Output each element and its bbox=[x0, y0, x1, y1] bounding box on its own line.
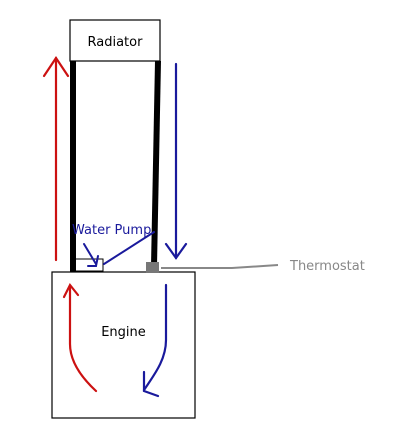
radiator-label: Radiator bbox=[87, 35, 143, 50]
thermostat-label: Thermostat bbox=[290, 259, 365, 274]
thermostat-leader-line bbox=[161, 264, 279, 269]
water-pump-housing bbox=[73, 258, 104, 272]
thermostat-body bbox=[146, 262, 159, 273]
engine-hot-flow-arrow bbox=[62, 282, 98, 393]
engine-label: Engine bbox=[101, 325, 146, 340]
water-pump-label: Water Pump bbox=[72, 223, 152, 238]
cool-flow-down-arrow bbox=[164, 62, 188, 260]
engine-cool-flow-arrow bbox=[142, 283, 168, 398]
engine-box bbox=[51, 271, 196, 419]
pump-flow-arrow bbox=[83, 243, 99, 267]
radiator-right-hose bbox=[151, 60, 161, 267]
hot-flow-up-arrow bbox=[42, 56, 70, 262]
return-flow-arrow bbox=[103, 231, 155, 265]
radiator-box bbox=[69, 19, 161, 62]
